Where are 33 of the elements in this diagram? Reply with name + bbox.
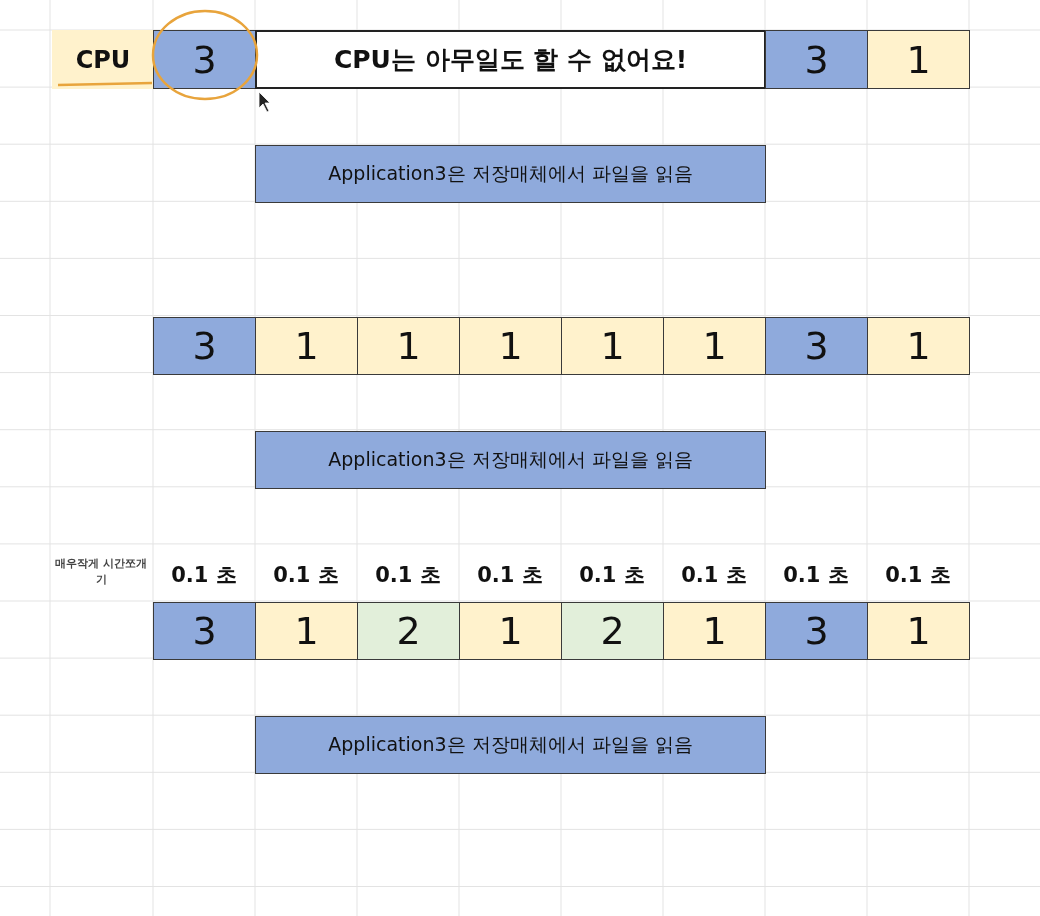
row-note: 매우작게 시간쪼개기 <box>55 556 147 588</box>
number-cell: 2 <box>357 602 460 660</box>
time-label: 0.1 초 <box>272 562 340 589</box>
number-cell: 1 <box>255 317 358 375</box>
status-bar: Application3은 저장매체에서 파일을 읽음 <box>255 716 766 774</box>
number-cell: 1 <box>459 602 562 660</box>
number-cell: 1 <box>867 602 970 660</box>
time-label: 0.1 초 <box>680 562 748 589</box>
number-cell: 1 <box>867 30 970 89</box>
time-label: 0.1 초 <box>374 562 442 589</box>
time-label: 0.1 초 <box>884 562 952 589</box>
number-cell: 3 <box>765 317 868 375</box>
time-label: 0.1 초 <box>476 562 544 589</box>
time-label: 0.1 초 <box>782 562 850 589</box>
number-cell: 1 <box>357 317 460 375</box>
message-box: CPU는 아무일도 할 수 없어요! <box>255 30 766 89</box>
status-bar: Application3은 저장매체에서 파일을 읽음 <box>255 145 766 203</box>
number-cell: 1 <box>867 317 970 375</box>
time-label: 0.1 초 <box>170 562 238 589</box>
number-cell: 1 <box>255 602 358 660</box>
number-cell: 1 <box>663 602 766 660</box>
number-cell: 3 <box>153 602 256 660</box>
number-cell: 1 <box>561 317 664 375</box>
number-cell: 3 <box>765 602 868 660</box>
number-cell: 3 <box>153 317 256 375</box>
time-label: 0.1 초 <box>578 562 646 589</box>
number-cell: 1 <box>459 317 562 375</box>
row-label-cell: CPU <box>52 30 154 89</box>
number-cell: 1 <box>663 317 766 375</box>
number-cell: 3 <box>153 30 256 89</box>
number-cell: 2 <box>561 602 664 660</box>
number-cell: 3 <box>765 30 868 89</box>
status-bar: Application3은 저장매체에서 파일을 읽음 <box>255 431 766 489</box>
